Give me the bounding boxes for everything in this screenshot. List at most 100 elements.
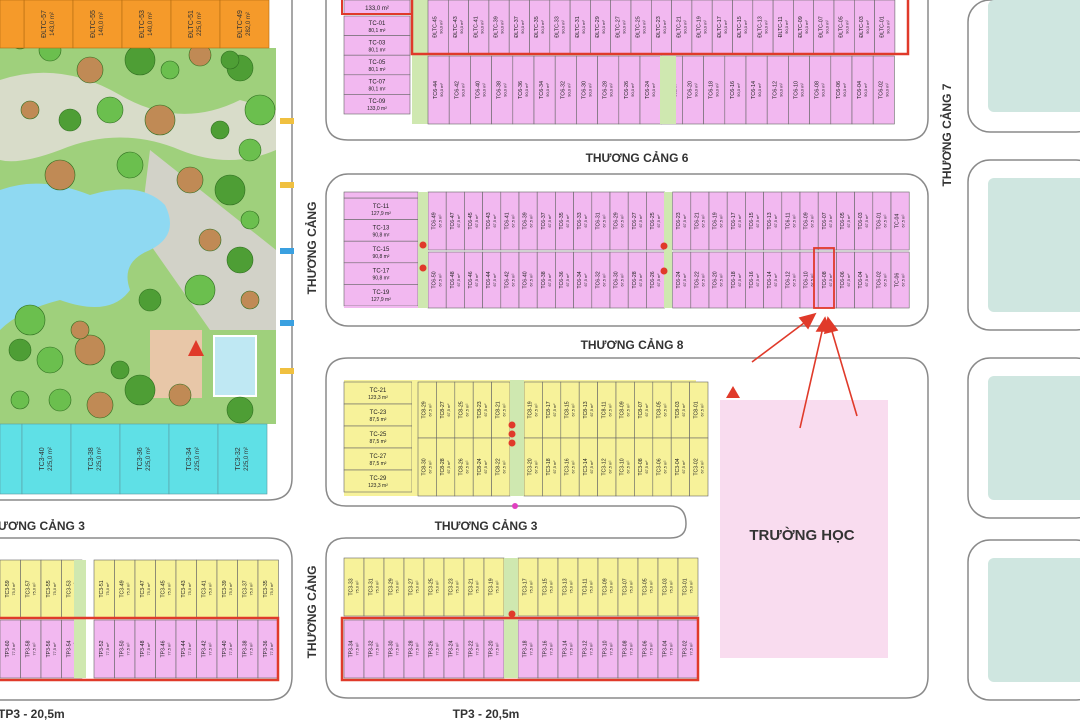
- lot-tc6-33[interactable]: TC6-3367,5 m²: [573, 191, 593, 251]
- lot-tc6-27[interactable]: TC6-2767,5 m²: [627, 191, 647, 251]
- lot-tc6-36[interactable]: TC6-3690,0 m²: [512, 55, 535, 125]
- lot-tc6-05[interactable]: TC6-0567,5 m²: [836, 191, 855, 251]
- lot-tc8-23[interactable]: TC8-2367,5 m²: [472, 381, 492, 439]
- lot-đltc-03[interactable]: ĐLTC-0390,0 m²: [853, 0, 875, 55]
- lot-tc6-35[interactable]: TC6-3567,5 m²: [555, 191, 574, 251]
- lot-đltc-21[interactable]: ĐLTC-2190,0 m²: [671, 0, 693, 55]
- lot-đltc-01[interactable]: ĐLTC-0190,0 m²: [874, 0, 896, 55]
- lot-tp3-58[interactable]: TP3-5877,5 m²: [20, 619, 42, 679]
- lot-tc6-40[interactable]: TC6-4090,0 m²: [470, 55, 492, 125]
- lot-tc6-31[interactable]: TC6-3167,5 m²: [591, 191, 611, 251]
- lot-tp3-60[interactable]: TP3-6077,5 m²: [0, 619, 21, 679]
- lot-tc3-20[interactable]: TC3-2067,5 m²: [523, 437, 543, 497]
- lot-tc6-02[interactable]: TC6-0267,5 m²: [872, 251, 892, 309]
- lot-tp3-28[interactable]: TP3-2877,5 m²: [403, 619, 425, 679]
- lot-tc8-30[interactable]: TC8-3067,5 m²: [417, 437, 437, 497]
- lot-tp3-04[interactable]: TP3-0477,5 m²: [657, 619, 679, 679]
- lot-đltc-09[interactable]: ĐLTC-0990,0 m²: [793, 0, 815, 55]
- lot-tc6-01[interactable]: TC6-0167,5 m²: [872, 191, 892, 251]
- lot-tc8-21[interactable]: TC8-2167,5 m²: [491, 381, 511, 439]
- lot-tc3-49[interactable]: TC3-4975,0 m²: [114, 559, 136, 619]
- lot-đltc-27[interactable]: ĐLTC-2790,0 m²: [610, 0, 632, 55]
- lot-tc3-51[interactable]: TC3-5175,0 m²: [93, 559, 115, 619]
- lot-tc3-40[interactable]: TC3-40225,0 m²: [21, 423, 72, 495]
- lot-tc3-27[interactable]: TC3-2775,0 m²: [403, 557, 425, 617]
- lot-tc-27[interactable]: TC-2787,5 m²: [343, 447, 413, 471]
- lot-tc6-24[interactable]: TC6-2467,5 m²: [672, 251, 692, 309]
- lot-tc3-32[interactable]: TC3-32225,0 m²: [217, 423, 268, 495]
- lot-tc3-31[interactable]: TC3-3175,0 m²: [363, 557, 385, 617]
- lot-tc3-45[interactable]: TC3-4575,0 m²: [155, 559, 177, 619]
- lot-tc6-28[interactable]: TC6-2890,0 m²: [597, 55, 620, 125]
- lot-tc3-43[interactable]: TC3-4375,0 m²: [175, 559, 197, 619]
- lot-tc3-36[interactable]: TC3-36225,0 m²: [119, 423, 170, 495]
- lot-tc-05[interactable]: TC-0580,1 m²: [343, 54, 411, 76]
- lot-tc3-09[interactable]: TC3-0975,0 m²: [597, 557, 619, 617]
- lot-tc3-38[interactable]: TC3-38225,0 m²: [70, 423, 121, 495]
- lot-tc6-16[interactable]: TC6-1667,5 m²: [745, 251, 764, 309]
- lot-tc6-20[interactable]: TC6-2090,0 m²: [682, 55, 704, 125]
- lot-tp3-24[interactable]: TP3-2477,5 m²: [443, 619, 465, 679]
- lot-tc3-03[interactable]: TC3-0375,0 m²: [657, 557, 679, 617]
- lot-tc6-14[interactable]: TC6-1490,0 m²: [745, 55, 768, 125]
- lot-tc6-10[interactable]: TC6-1090,0 m²: [788, 55, 810, 125]
- lot-tc6-32[interactable]: TC6-3267,5 m²: [591, 251, 611, 309]
- lot-tc3-47[interactable]: TC3-4775,0 m²: [134, 559, 156, 619]
- lot-tc6-25[interactable]: TC6-2567,5 m²: [646, 191, 665, 251]
- lot-tc6-37[interactable]: TC6-3767,5 m²: [536, 191, 556, 251]
- lot-tc6-12[interactable]: TC6-1290,0 m²: [766, 55, 789, 125]
- lot-tc6-23[interactable]: TC6-2367,5 m²: [672, 191, 692, 251]
- lot-tc3-13[interactable]: TC3-1375,0 m²: [557, 557, 579, 617]
- lot-tc8-25[interactable]: TC8-2567,5 m²: [454, 381, 474, 439]
- lot-tp3-56[interactable]: TP3-5677,5 m²: [40, 619, 62, 679]
- lot-đltc-35[interactable]: ĐLTC-3590,0 m²: [529, 0, 551, 55]
- lot-tp3-08[interactable]: TP3-0877,5 m²: [617, 619, 639, 679]
- lot-tp3-26[interactable]: TP3-2677,5 m²: [423, 619, 445, 679]
- lot-tc6-48[interactable]: TC6-4867,5 m²: [445, 251, 465, 309]
- lot-tc3-59[interactable]: TC3-5975,0 m²: [0, 559, 21, 619]
- lot-tc6-34[interactable]: TC6-3490,0 m²: [533, 55, 556, 125]
- lot-tc-09[interactable]: TC-09133,0 m²: [343, 94, 411, 115]
- lot-đltc-05[interactable]: ĐLTC-0590,0 m²: [833, 0, 855, 55]
- lot-tc6-06[interactable]: TC6-0690,0 m²: [830, 55, 853, 125]
- lot-tc6-07[interactable]: TC6-0767,5 m²: [817, 191, 837, 251]
- lot-tc3-10[interactable]: TC3-1067,5 m²: [615, 437, 635, 497]
- lot-tc3-11[interactable]: TC3-1175,0 m²: [577, 557, 599, 617]
- lot-tc6-22[interactable]: TC6-2267,5 m²: [690, 251, 710, 309]
- lot-tc6-28[interactable]: TC6-2867,5 m²: [627, 251, 647, 309]
- lot-tc6-26[interactable]: TC6-2667,5 m²: [646, 251, 665, 309]
- lot-đltc-37[interactable]: ĐLTC-3790,0 m²: [508, 0, 530, 55]
- lot-tp3-30[interactable]: TP3-3077,5 m²: [383, 619, 405, 679]
- lot-tc6-20[interactable]: TC6-2067,5 m²: [708, 251, 728, 309]
- lot-tc8-26[interactable]: TC8-2667,5 m²: [454, 437, 474, 497]
- lot-tc3-17[interactable]: TC3-1775,0 m²: [517, 557, 539, 617]
- lot-tc6-50[interactable]: TC6-5067,5 m²: [427, 251, 447, 309]
- lot-tc-21[interactable]: TC-21123,3 m²: [343, 381, 413, 405]
- lot-tc6-38[interactable]: TC6-3890,0 m²: [491, 55, 514, 125]
- lot-tc3-14[interactable]: TC3-1467,5 m²: [578, 437, 598, 497]
- lot-tp3-42[interactable]: TP3-4277,5 m²: [196, 619, 218, 679]
- lot-tc8-22[interactable]: TC8-2267,5 m²: [491, 437, 511, 497]
- lot-tc6-10[interactable]: TC6-1067,5 m²: [799, 251, 819, 309]
- lot-tc6-32[interactable]: TC6-3290,0 m²: [554, 55, 577, 125]
- lot-đltc-15[interactable]: ĐLTC-1590,0 m²: [732, 0, 754, 55]
- lot-tc3-16[interactable]: TC3-1667,5 m²: [560, 437, 580, 497]
- lot-tc6-42[interactable]: TC6-4290,0 m²: [448, 55, 471, 125]
- lot-tc8-07[interactable]: TC8-0767,5 m²: [634, 381, 654, 439]
- lot-đltc-23[interactable]: ĐLTC-2390,0 m²: [650, 0, 672, 55]
- lot-tc8-05[interactable]: TC8-0567,5 m²: [652, 381, 672, 439]
- lot-tc8-01[interactable]: TC8-0167,5 m²: [689, 381, 709, 439]
- lot-tc6-09[interactable]: TC6-0967,5 m²: [799, 191, 819, 251]
- lot-tc8-17[interactable]: TC8-1767,5 m²: [542, 381, 562, 439]
- lot-tc6-40[interactable]: TC6-4067,5 m²: [518, 251, 538, 309]
- lot-tc6-17[interactable]: TC6-1767,5 m²: [726, 191, 746, 251]
- lot-tp3-22[interactable]: TP3-2277,5 m²: [463, 619, 485, 679]
- lot-tc6-19[interactable]: TC6-1967,5 m²: [708, 191, 728, 251]
- lot-tc3-08[interactable]: TC3-0867,5 m²: [634, 437, 654, 497]
- lot-đltc-41[interactable]: ĐLTC-4190,0 m²: [468, 0, 490, 55]
- lot-tc6-45[interactable]: TC6-4567,5 m²: [464, 191, 483, 251]
- lot-tc-06[interactable]: TC-0667,5 m²: [890, 251, 910, 309]
- lot-tc6-12[interactable]: TC6-1267,5 m²: [781, 251, 801, 309]
- lot-đltc-39[interactable]: ĐLTC-3990,0 m²: [488, 0, 510, 55]
- lot-đltc-13[interactable]: ĐLTC-1390,0 m²: [752, 0, 774, 55]
